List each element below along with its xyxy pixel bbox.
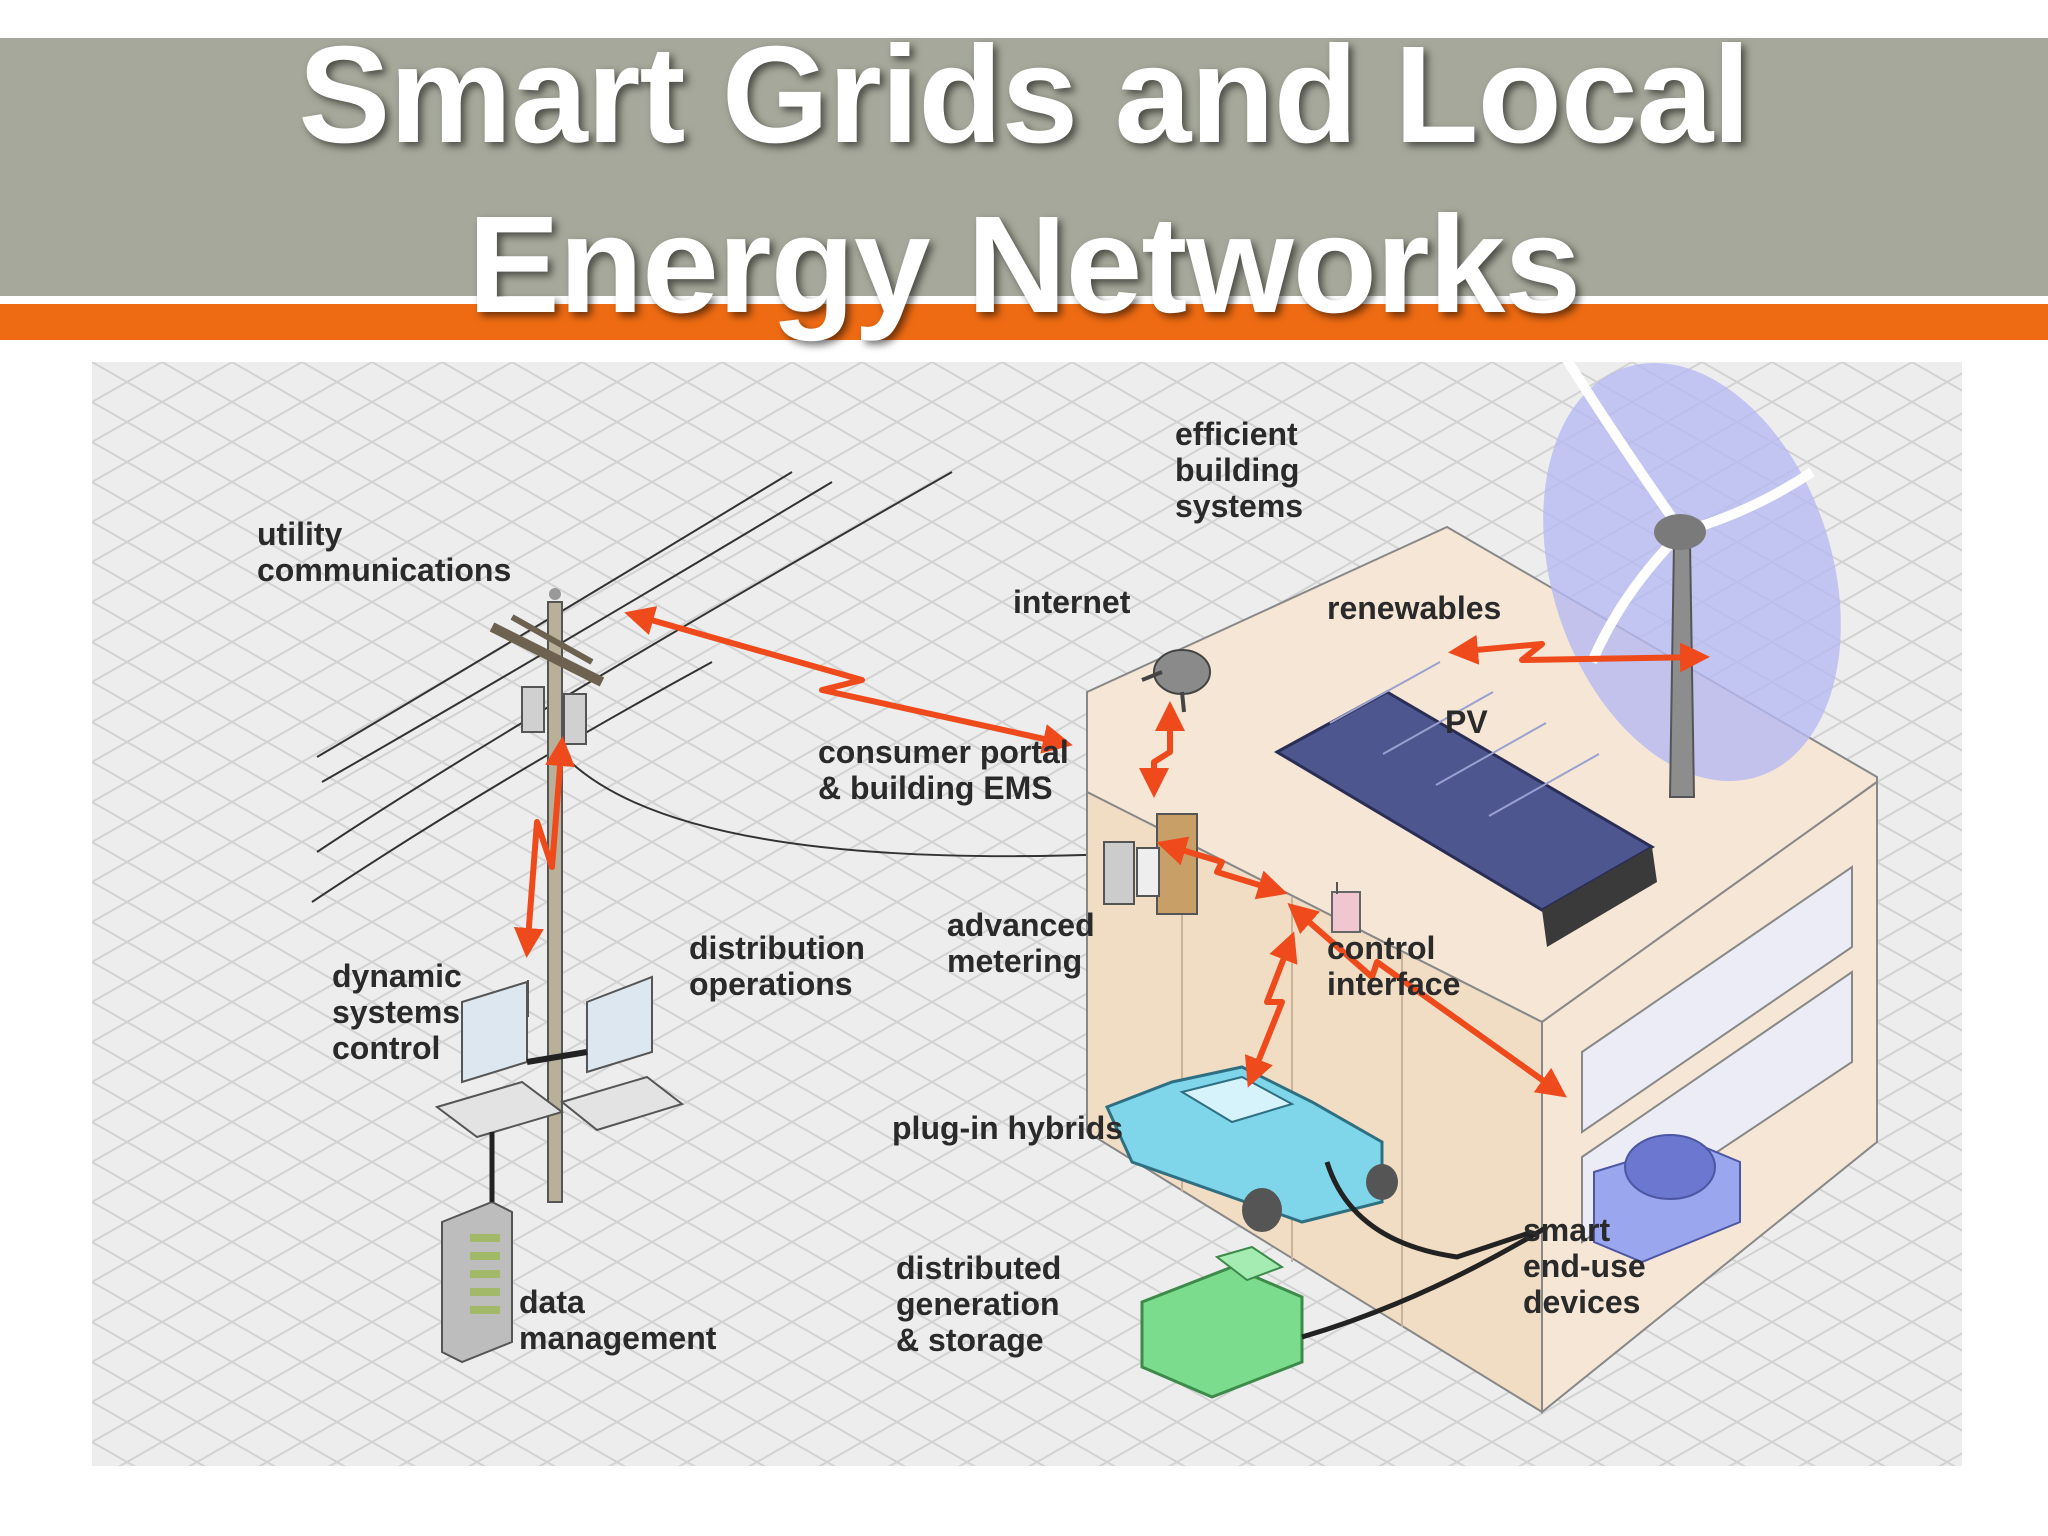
label-data-management: data management: [519, 1284, 716, 1356]
label-utility-communications: utility communications: [257, 516, 511, 588]
label-smart-end-use-devices: smart end-use devices: [1523, 1212, 1646, 1320]
label-control-interface: control interface: [1327, 930, 1460, 1002]
label-plug-in-hybrids: plug-in hybrids: [892, 1110, 1123, 1146]
label-internet: internet: [1013, 584, 1130, 620]
label-efficient-building-systems: efficient building systems: [1175, 416, 1303, 524]
label-pv: PV: [1445, 704, 1488, 740]
label-advanced-metering: advanced metering: [947, 907, 1095, 979]
label-consumer-portal: consumer portal & building EMS: [818, 734, 1069, 806]
label-dynamic-systems-control: dynamic systems control: [332, 958, 462, 1066]
label-renewables: renewables: [1327, 590, 1501, 626]
smart-grid-diagram: utility communications efficient buildin…: [92, 362, 1962, 1466]
label-distribution-operations: distribution operations: [689, 930, 865, 1002]
label-distributed-generation: distributed generation & storage: [896, 1250, 1061, 1358]
slide-title: Smart Grids and Local Energy Networks: [0, 10, 2048, 350]
